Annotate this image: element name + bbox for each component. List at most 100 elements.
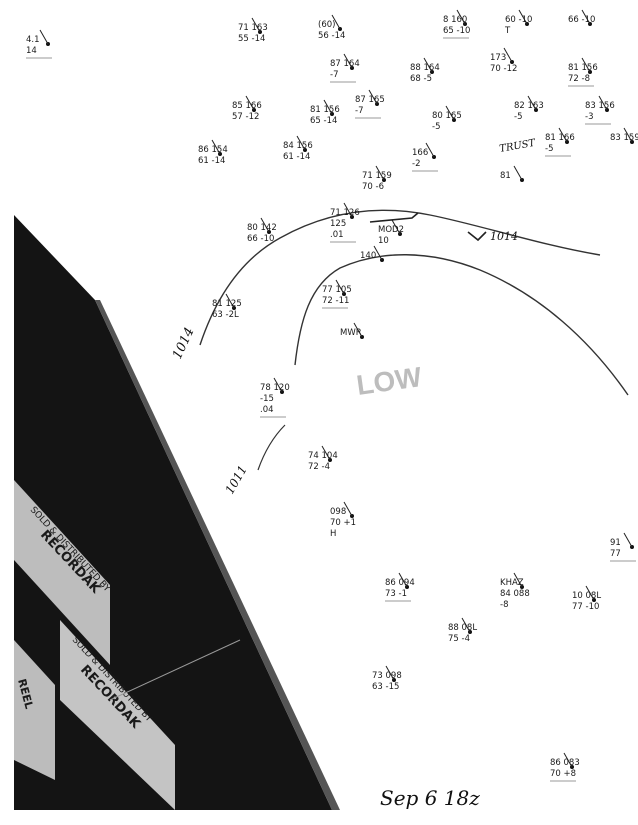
station-value: 86 154 <box>198 145 228 155</box>
station-value: 60 -10 <box>505 15 532 25</box>
station-value: 10 <box>378 236 389 246</box>
station-value: 173 <box>490 53 506 63</box>
station-value: 140 <box>360 251 376 261</box>
station-value: 77 <box>610 549 621 559</box>
station-value: 72 -8 <box>568 74 590 84</box>
station-plot: 60 -10T <box>504 9 532 36</box>
wind-barb <box>323 99 333 115</box>
wind-barb <box>598 95 608 111</box>
station-value: -5 <box>514 112 522 122</box>
station-plot: 71 126 125 .01 <box>330 202 360 243</box>
isobar-1014 <box>199 209 601 346</box>
station-value: 098 <box>330 507 346 517</box>
wind-barb <box>563 752 573 768</box>
station-value: 65 -10 <box>443 26 470 36</box>
station-value: 70 +8 <box>550 769 576 779</box>
wind-barb <box>343 53 353 69</box>
station-value: H <box>330 529 336 539</box>
station-plot: 87 164 -7 <box>330 53 360 83</box>
station-value: 86 083 <box>550 758 580 768</box>
station-value: T <box>504 26 511 36</box>
wind-barb <box>39 29 49 45</box>
station-value: -7 <box>355 106 363 116</box>
station-value: 71 163 <box>238 23 268 33</box>
wind-barb <box>296 135 306 151</box>
wind-barb <box>518 9 528 25</box>
wind-barb <box>581 57 591 73</box>
film-scratch <box>109 639 241 701</box>
station-value: 75 -4 <box>448 634 470 644</box>
wind-barb <box>245 95 255 111</box>
station-value: 80 165 <box>432 111 462 121</box>
station-value: 68 -5 <box>410 74 432 84</box>
station-value: 66 -10 <box>568 15 595 25</box>
station-value: 56 -14 <box>318 31 345 41</box>
wind-barb <box>503 47 513 63</box>
station-value: 55 -14 <box>238 34 265 44</box>
station-plot: 81 <box>500 165 524 182</box>
station-value: 61 -14 <box>283 152 310 162</box>
isobar-1011 <box>257 424 286 471</box>
station-value: .01 <box>330 230 344 240</box>
recordak-strip-3: REEL <box>14 640 55 780</box>
wind-barb <box>211 139 221 155</box>
station-value: 86 094 <box>385 578 415 588</box>
station-value: 81 156 <box>568 63 598 73</box>
station-plot: 66 -10 <box>568 9 595 26</box>
station-value: -5 <box>545 144 553 154</box>
isobar-label-1014: 1014 <box>170 325 198 361</box>
isobar-lower <box>294 254 629 396</box>
station-value: 83 159 <box>610 133 638 143</box>
station-value: 61 -14 <box>198 156 225 166</box>
station-plot: 166-2 <box>412 142 438 172</box>
station-value: 71 126 <box>330 208 360 218</box>
station-value: 70 -12 <box>490 64 517 74</box>
wind-barb <box>581 9 591 25</box>
station-value: 77 -10 <box>572 602 599 612</box>
station-value: 74 104 <box>308 451 338 461</box>
wind-barb <box>445 105 455 121</box>
film-edge-gradient <box>95 300 340 810</box>
station-value: 65 -14 <box>310 116 337 126</box>
station-plot: 83 159 <box>610 127 638 144</box>
wind-barb <box>585 585 595 601</box>
station-value: 88 08L <box>448 623 477 633</box>
station-value: 72 -4 <box>308 462 330 472</box>
wind-barb <box>273 377 283 393</box>
station-value: 71 159 <box>362 171 392 181</box>
wind-barb <box>225 293 235 309</box>
station-plot: 140 <box>360 245 384 262</box>
isobar-label-1011: 1011 <box>222 463 249 496</box>
station-value: 84 088 <box>500 589 530 599</box>
station-value: 72 -11 <box>322 296 349 306</box>
station-plot: 81 166 -5 <box>545 127 575 157</box>
station-value: 87 165 <box>355 95 385 105</box>
station-value: 81 <box>500 171 511 181</box>
station-value: 125 <box>330 219 346 229</box>
trust-label: TRUST <box>499 138 538 155</box>
station-plot: MWR <box>340 322 364 339</box>
wind-barb <box>368 89 378 105</box>
wind-barb <box>335 279 345 295</box>
station-value: KHAZ <box>500 578 524 588</box>
station-plot: 87 165-7 <box>355 89 385 119</box>
wind-barb <box>456 9 466 25</box>
wind-barb <box>260 217 270 233</box>
wind-barb <box>527 95 537 111</box>
station-value: -2 <box>412 159 420 169</box>
wind-barb <box>623 127 633 143</box>
